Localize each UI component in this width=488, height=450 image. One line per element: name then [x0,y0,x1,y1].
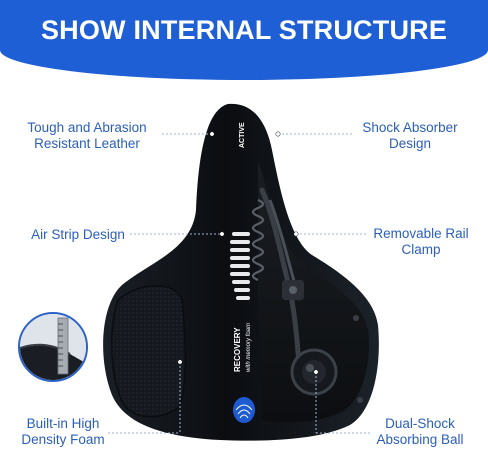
callout-air-strip: Air Strip Design [31,227,125,242]
callout-dual-shock: Dual-Shock Absorbing Ball [376,416,464,447]
spring-coil [251,198,265,282]
callout-foam: Built-in High Density Foam [21,416,105,447]
seat-recovery-text: RECOVERY [233,327,242,372]
fingerprint-logo [233,397,255,423]
page-title: SHOW INTERNAL STRUCTURE [40,15,448,45]
leader-lines [108,133,370,434]
callout-tough-leather: Tough and Abrasion Resistant Leather [27,120,147,151]
air-strip-slots [230,232,250,300]
internal-cutaway [258,160,370,423]
title-banner: SHOW INTERNAL STRUCTURE [0,0,488,80]
seat-brand-text: ACTIVE [239,122,246,148]
foam-thickness-inset [18,312,88,382]
callout-shock-absorber: Shock Absorber Design [362,120,458,151]
callout-rail-clamp: Removable Rail Clamp [373,226,469,257]
textured-panel [111,285,187,418]
seat-memory-text: with memory foam [246,323,252,372]
